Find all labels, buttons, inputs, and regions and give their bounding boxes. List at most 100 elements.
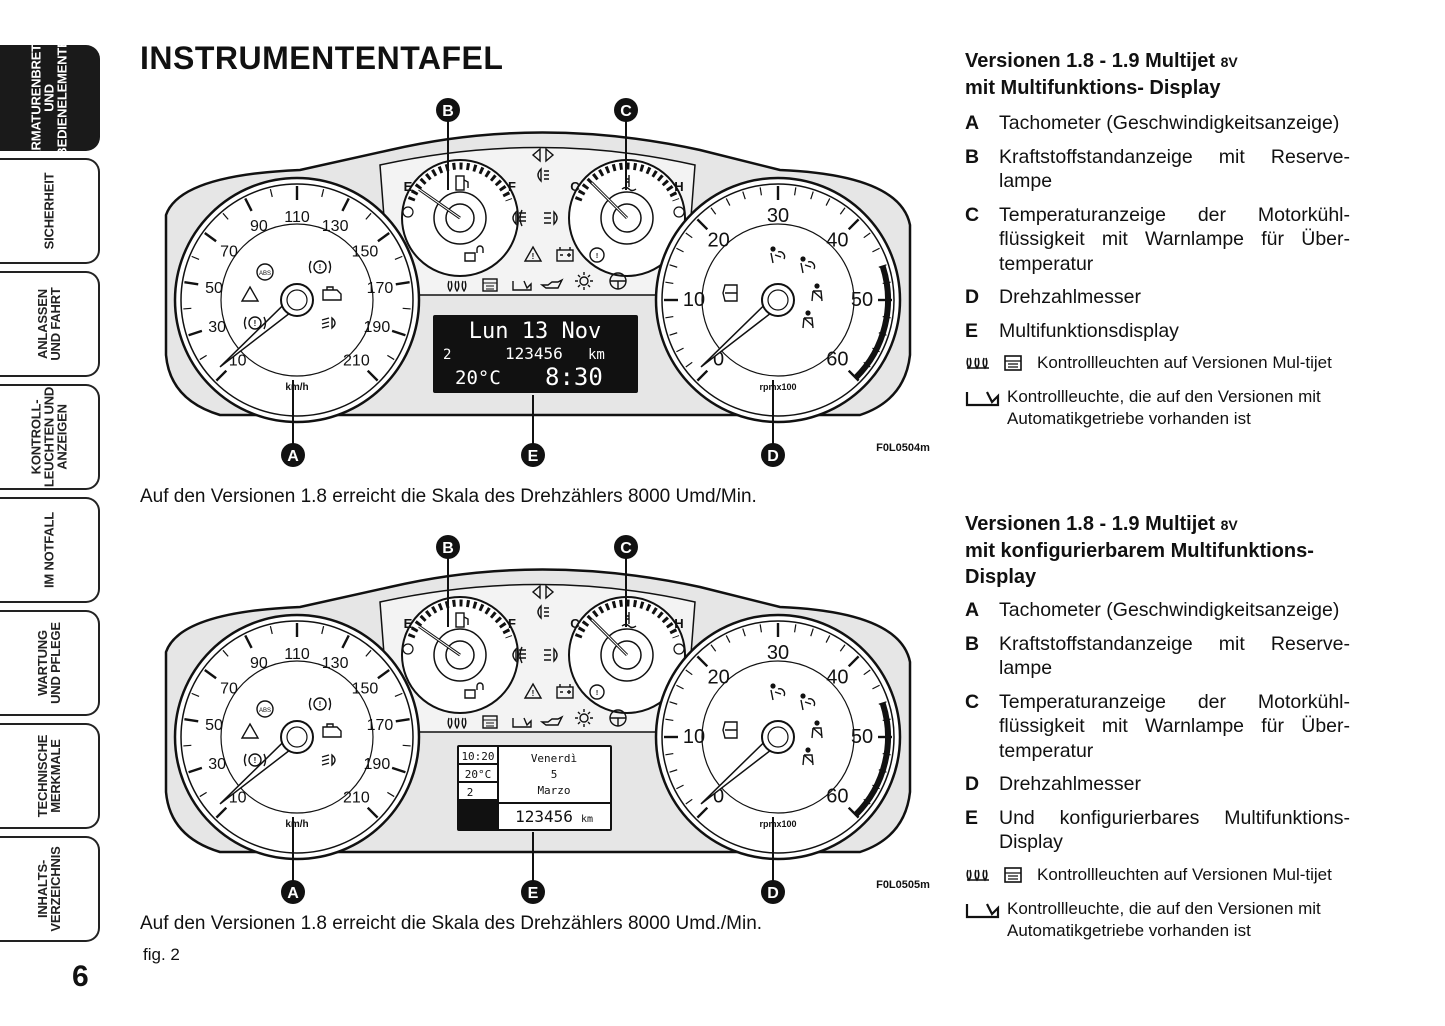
gauge-tick [742, 628, 746, 637]
legend-letter: D [965, 773, 980, 795]
gauge-scale-label: 40 [826, 667, 848, 689]
gauge-tick [847, 218, 860, 231]
needle-hub-cap [767, 289, 789, 311]
glow-plug-icon [965, 866, 999, 890]
display-gear: 2 [467, 786, 474, 799]
legend-letter: B [965, 145, 980, 168]
needle-hub-cap [767, 726, 789, 748]
water-icon [482, 278, 498, 292]
gauge-tick [365, 649, 372, 657]
gauge-scale-label: 50 [205, 717, 223, 734]
display-clock: 8:30 [545, 363, 603, 391]
oil-icon-shape [539, 278, 564, 289]
dipped-icon-shape [321, 316, 336, 330]
battery-icon-body [556, 249, 574, 262]
legend-item-b: B Kraftstoffstandanzeige mit Reserve-lamp… [965, 145, 1350, 194]
turn-icon-shape [531, 584, 555, 600]
gauge-tick [696, 806, 709, 819]
fuel-high-label: F [508, 616, 516, 631]
callout-e-label: E [528, 885, 539, 902]
brake-icon-ring [313, 260, 327, 274]
gauge-scale-label: 30 [208, 756, 226, 773]
temp-high-label: H [674, 616, 683, 631]
display-cell-temp [459, 765, 497, 781]
page-number: 6 [72, 960, 89, 993]
airbag-body [770, 688, 786, 701]
gauge-tick [402, 307, 411, 310]
fuel-low-label: E [404, 179, 413, 194]
esp-icon-shape [240, 285, 260, 302]
fog-icon [512, 209, 526, 227]
heading-rest: mit Multifunktions- Display [965, 77, 1221, 99]
bulb-icon-globe [579, 713, 589, 723]
display-date-panel [499, 747, 610, 802]
rear-fog-icon [544, 210, 558, 226]
check-engine-icon [322, 286, 342, 301]
gauge-tick [188, 329, 203, 337]
legend-letter: D [965, 286, 980, 308]
gauge-tick [365, 212, 372, 220]
gauge-tick [391, 329, 406, 337]
seatbelt-head [814, 283, 820, 289]
gauge-scale-label: 20 [707, 230, 729, 252]
legend-letter: B [965, 632, 980, 655]
warning-light-note: Kontrollleuchte, die auf den Versionen m… [965, 898, 1350, 942]
tab-label: SICHERHEIT [41, 172, 57, 250]
tab-sicherheit[interactable]: SICHERHEIT [0, 158, 100, 264]
immobilizer-icon-shape [464, 682, 484, 699]
warning-light-note: Kontrollleuchten auf Versionen Mul-tijet [965, 864, 1350, 890]
gauge-tick [269, 189, 273, 198]
brake-icon: ! [243, 753, 267, 767]
airbag-icon [800, 256, 816, 274]
gauge-tick [204, 669, 217, 680]
seatbelt-body [802, 754, 814, 766]
bulb-icon-rays [575, 709, 593, 727]
heading-main: Versionen 1.8 - 1.9 Multijet [965, 513, 1216, 535]
tab-im-notfall[interactable]: IM NOTFALL [0, 497, 100, 603]
gauge-scale-label: 170 [367, 280, 394, 297]
tab-inhaltsverzeichnis[interactable]: INHALTS-VERZEICHNIS [0, 836, 100, 942]
gauge-scale-label: 210 [343, 789, 370, 806]
multifunction-display [433, 315, 638, 393]
seatbelt-head [805, 310, 811, 316]
glow-plug-icon [965, 354, 999, 378]
legend-letter: C [965, 690, 980, 713]
gauge-scale-label: 190 [364, 756, 391, 773]
water-icon [482, 715, 498, 729]
callout-c-label: C [620, 540, 632, 557]
gauge-tick [215, 806, 228, 819]
water-icon-frame [482, 715, 498, 729]
gauge-tick [669, 264, 678, 268]
redline-band [853, 265, 891, 380]
automatic-gearbox-icon [965, 388, 1001, 414]
brake-icon-mark: ! [319, 263, 322, 272]
seatbelt-icon [811, 720, 823, 739]
gauge-tick [863, 669, 871, 676]
gauge-scale-label: 10 [683, 726, 705, 748]
gauge-tick [725, 635, 731, 643]
legend-text: Kraftstoffstandanzeige mit Reserve-lampe [999, 145, 1350, 193]
gauge-tick [391, 766, 406, 774]
airbag-head [800, 693, 806, 699]
gauge-tick [696, 655, 709, 668]
door-icon-shape [722, 284, 738, 302]
temp-gauge-needle-core [591, 619, 628, 656]
gauge-scale-label: 10 [683, 289, 705, 311]
callout-b-marker [436, 98, 460, 122]
gauge-tick [395, 717, 410, 723]
diesel-filter-icon [1003, 354, 1023, 378]
gauge-tick [685, 361, 693, 368]
gauge-tick [847, 655, 860, 668]
gauge-tick [696, 369, 709, 382]
gauge-scale-label: 130 [322, 218, 349, 235]
gauge-tick [215, 369, 228, 382]
